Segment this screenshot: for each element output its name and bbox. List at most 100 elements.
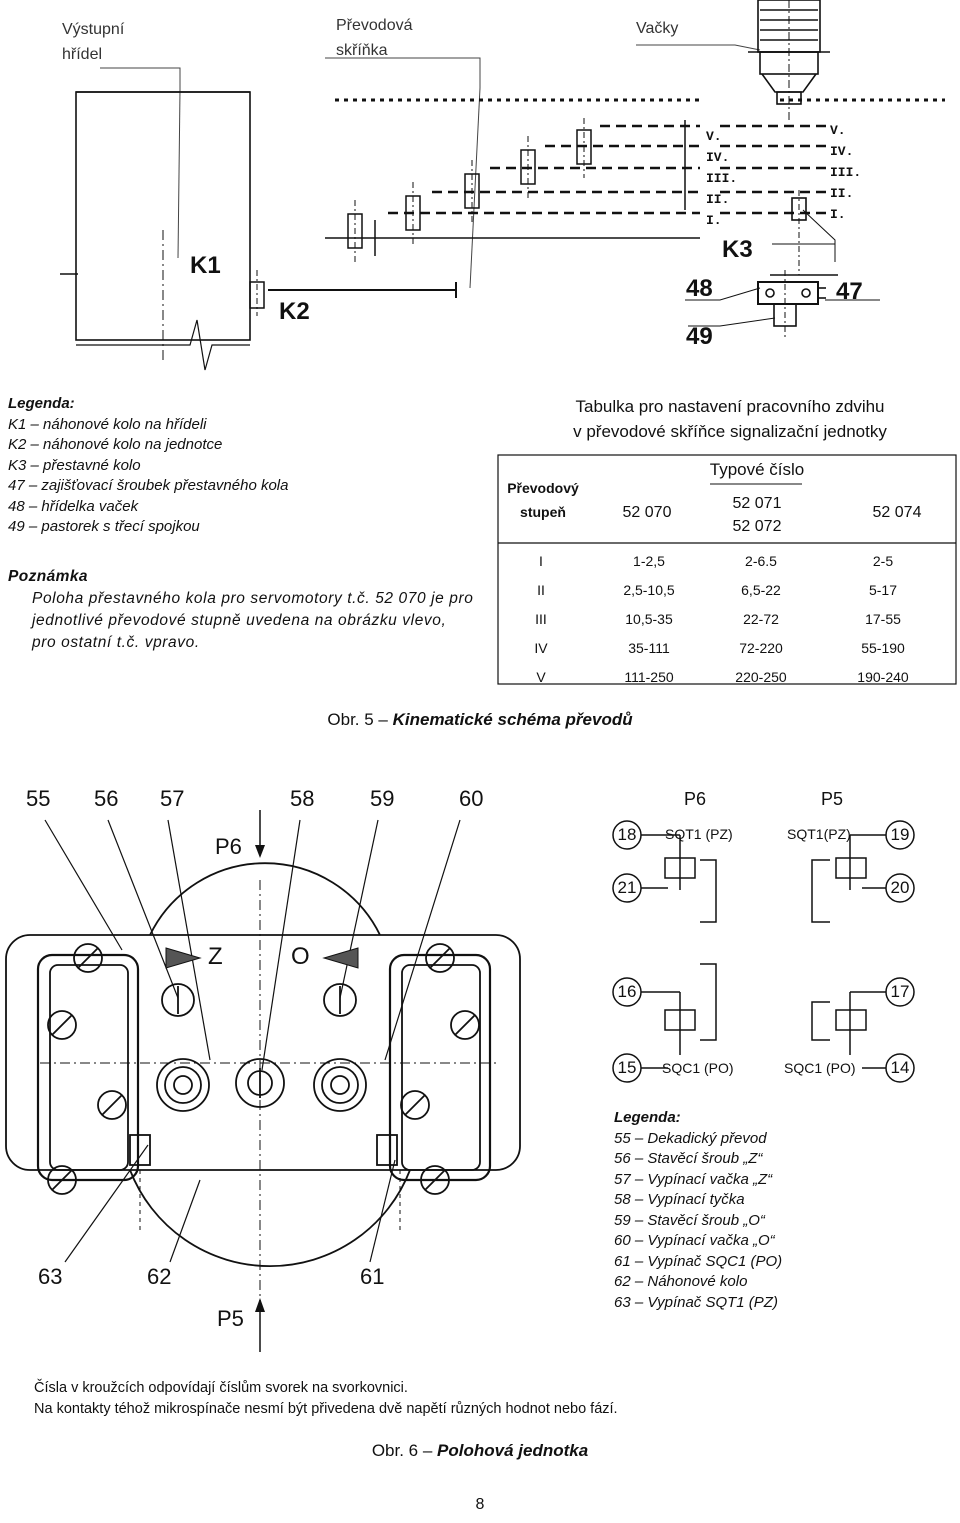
table-row: III 10,5-35 22-72 17-55: [497, 604, 957, 633]
terminal-20: 20: [890, 878, 910, 897]
gear-left-iv: IV.: [706, 150, 730, 165]
terminal-15: 15: [617, 1058, 637, 1077]
table-cell: 10,5-35: [625, 610, 673, 627]
label-48: 48: [686, 275, 713, 302]
table-col-52072: 52 072: [732, 518, 782, 535]
switch-label-sqc1-b: SQC1 (PO): [784, 1060, 856, 1076]
fig6-legend: Legenda: 55 – Dekadický převod 56 – Stav…: [614, 1108, 944, 1313]
table-cell: 72-220: [739, 639, 783, 656]
gear-left-v: V.: [706, 129, 722, 144]
footnote-line: Na kontakty téhož mikrospínače nesmí být…: [34, 1401, 618, 1417]
table-head-stage-line2: stupeň: [520, 504, 566, 520]
label-63: 63: [38, 1264, 63, 1289]
switch-schematics: [612, 820, 915, 1083]
gear-right-i: I.: [830, 207, 846, 222]
switch-label-sqc1-a: SQC1 (PO): [662, 1060, 734, 1076]
table-cell: 22-72: [743, 610, 779, 627]
table-col-52074: 52 074: [872, 504, 922, 521]
label-prevodova-skrinka: Převodová skříňka: [336, 13, 413, 63]
table-row: I 1-2,5 2-6.5 2-5: [497, 546, 957, 575]
table-head-stage: Převodový stupeň: [503, 476, 583, 524]
table-col-52071-52072: 52 071 52 072: [712, 492, 802, 538]
table-cell: 1-2,5: [633, 552, 665, 569]
fig6-legend-item: 61 – Vypínač SQC1 (PO): [614, 1252, 783, 1270]
label-vystupni-line1: Výstupní: [62, 21, 125, 38]
table-cell: 6,5-22: [741, 581, 781, 598]
fig6-caption: Obr. 6 – Polohová jednotka: [0, 1441, 960, 1461]
table-cell: 2-6.5: [745, 552, 777, 569]
table-head-stage-line1: Převodový: [507, 480, 579, 496]
kinematic-diagram: [60, 0, 945, 371]
table-title: Tabulka pro nastavení pracovního zdvihu …: [540, 394, 920, 444]
label-56: 56: [94, 786, 119, 811]
label-vystupni-line2: hřídel: [62, 46, 103, 63]
table-cell: 111-250: [624, 668, 674, 685]
table-row: IV 35-111 72-220 55-190: [497, 633, 957, 662]
table-cell: 35-111: [628, 639, 670, 656]
table-cell: 55-190: [861, 639, 905, 656]
switch-label-sqt1-pz: SQT1 (PZ): [665, 826, 733, 842]
table-frame: [497, 454, 957, 685]
gear-right-iii: III.: [830, 165, 862, 180]
table-title-line2: v převodové skříňce signalizační jednotk…: [573, 422, 887, 441]
fig5-note-title: Poznámka: [8, 568, 88, 585]
label-k3: K3: [722, 236, 753, 263]
fig6-legend-item: 62 – Náhonové kolo: [614, 1273, 748, 1290]
footnote-line: Čísla v kroužcích odpovídají číslům svor…: [34, 1380, 408, 1396]
label-55: 55: [26, 786, 51, 811]
table-title-line1: Tabulka pro nastavení pracovního zdvihu: [575, 397, 885, 416]
fig5-legend-title: Legenda:: [8, 395, 75, 412]
gear-left-iii: III.: [706, 171, 738, 186]
label-o: O: [291, 943, 310, 970]
fig6-legend-item: 58 – Vypínací tyčka: [614, 1191, 745, 1208]
label-60: 60: [459, 786, 484, 811]
fig6-caption-prefix: Obr. 6 –: [371, 1441, 438, 1460]
label-prevodova-line2: skříňka: [336, 42, 388, 59]
table-cell: 220-250: [735, 668, 787, 685]
terminal-18: 18: [617, 825, 637, 844]
table-cell: V: [536, 668, 546, 685]
fig6-legend-item: 59 – Stavěcí šroub „O“: [614, 1211, 765, 1229]
gear-right-iv: IV.: [830, 144, 854, 159]
label-p6: P6: [215, 834, 242, 859]
fig5-note: Poznámka Poloha přestavného kola pro ser…: [8, 566, 474, 654]
fig6-legend-item: 55 – Dekadický převod: [614, 1129, 767, 1147]
terminal-19: 19: [890, 825, 910, 844]
table-cell: 2,5-10,5: [623, 581, 675, 598]
fig6-legend-item: 63 – Vypínač SQT1 (PZ): [614, 1293, 778, 1311]
fig5-legend-item: 47 – zajišťovací šroubek přestavného kol…: [8, 477, 289, 494]
fig5-legend-item: K2 – náhonové kolo na jednotce: [8, 436, 223, 453]
fig6-caption-title: Polohová jednotka: [437, 1441, 589, 1460]
table-cell: IV: [534, 639, 548, 656]
fig5-legend-item: 49 – pastorek s třecí spojkou: [8, 518, 200, 535]
table-cell: I: [539, 552, 543, 569]
label-vacky: Vačky: [636, 20, 679, 37]
table-cell: 5-17: [868, 581, 898, 598]
terminal-14: 14: [890, 1058, 910, 1077]
switch-label-p6: P6: [684, 789, 707, 809]
table-cell: 17-55: [865, 610, 901, 627]
label-62: 62: [147, 1264, 172, 1289]
fig6-legend-item: 56 – Stavěcí šroub „Z“: [614, 1150, 763, 1167]
fig5-note-text: Poloha přestavného kola pro servomotory …: [32, 590, 474, 651]
terminal-17: 17: [890, 982, 910, 1001]
switch-label-sqt1pz: SQT1(PZ): [787, 826, 851, 842]
gear-stage-labels-left: V. IV. III. II. I.: [706, 126, 737, 231]
fig5-caption-prefix: Obr. 5 –: [327, 710, 393, 729]
table-row: II 2,5-10,5 6,5-22 5-17: [497, 575, 957, 604]
table-cell: III: [535, 610, 547, 627]
label-47: 47: [836, 278, 863, 305]
fig5-caption-title: Kinematické schéma převodů: [392, 710, 633, 729]
label-k2: K2: [279, 298, 310, 325]
gear-left-i: I.: [706, 213, 722, 228]
fig6-legend-title: Legenda:: [614, 1109, 681, 1126]
label-49: 49: [686, 323, 713, 350]
table-cell: 2-5: [872, 552, 894, 569]
label-k1: K1: [190, 252, 221, 279]
label-p5: P5: [217, 1306, 244, 1331]
position-unit-drawing: [5, 810, 521, 1352]
table-body: I 1-2,5 2-6.5 2-5 II 2,5-10,5 6,5-22 5-1…: [497, 546, 957, 691]
page-number: 8: [475, 1496, 485, 1513]
label-prevodova-line1: Převodová: [336, 17, 413, 34]
label-61: 61: [360, 1264, 385, 1289]
